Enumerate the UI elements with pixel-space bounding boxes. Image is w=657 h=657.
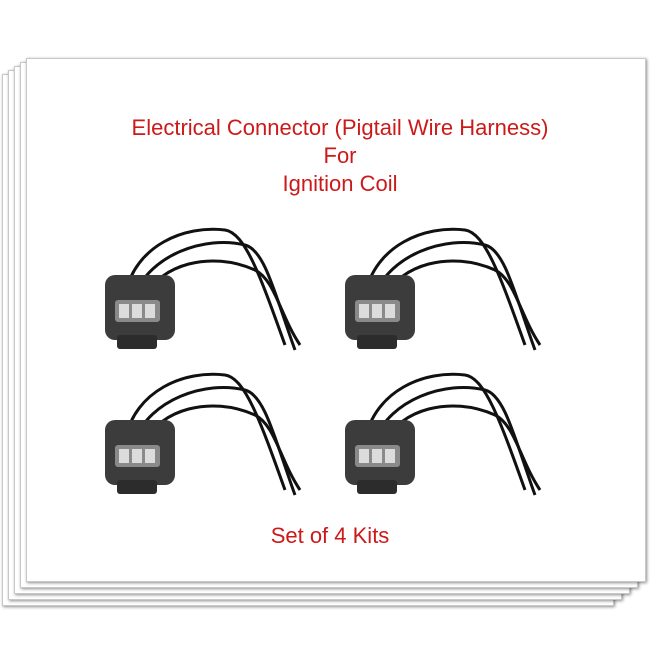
connector-kit-2 [335,215,595,375]
connector-kit-3 [95,365,355,525]
listing-title-line-2: For [323,143,357,168]
connector-kit-1-illustration [105,227,302,351]
listing-title-line-1: Electrical Connector (Pigtail Wire Harne… [131,115,549,140]
connector-kit-4-illustration [345,372,542,496]
connector-kit-1 [95,215,355,375]
connector-kit-4 [335,365,595,525]
listing-title-line-3: Ignition Coil [282,171,398,196]
connector-kit-2-illustration [345,227,542,351]
listing-footer: Set of 4 Kits [270,523,390,548]
connector-kit-3-illustration [105,372,302,496]
